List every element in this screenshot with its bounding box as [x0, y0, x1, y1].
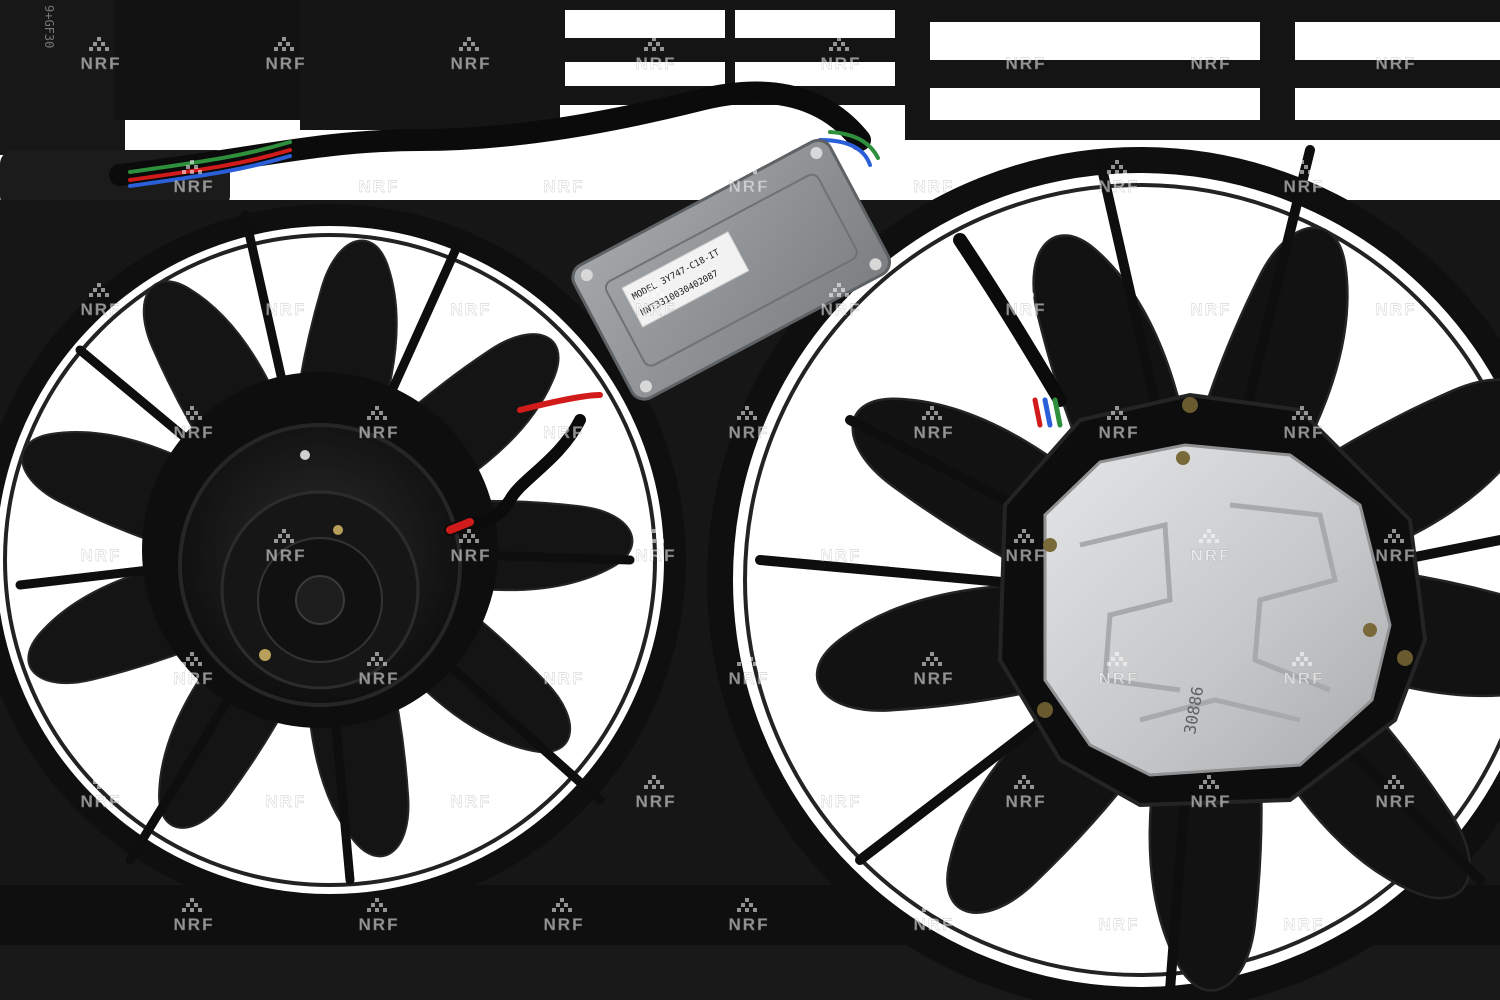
left-fan	[0, 204, 686, 916]
wire-harness	[109, 81, 1067, 536]
right-fan	[707, 145, 1500, 1000]
housing-molding-text: 9+GF30	[42, 5, 56, 48]
motor-cover	[1037, 397, 1413, 777]
